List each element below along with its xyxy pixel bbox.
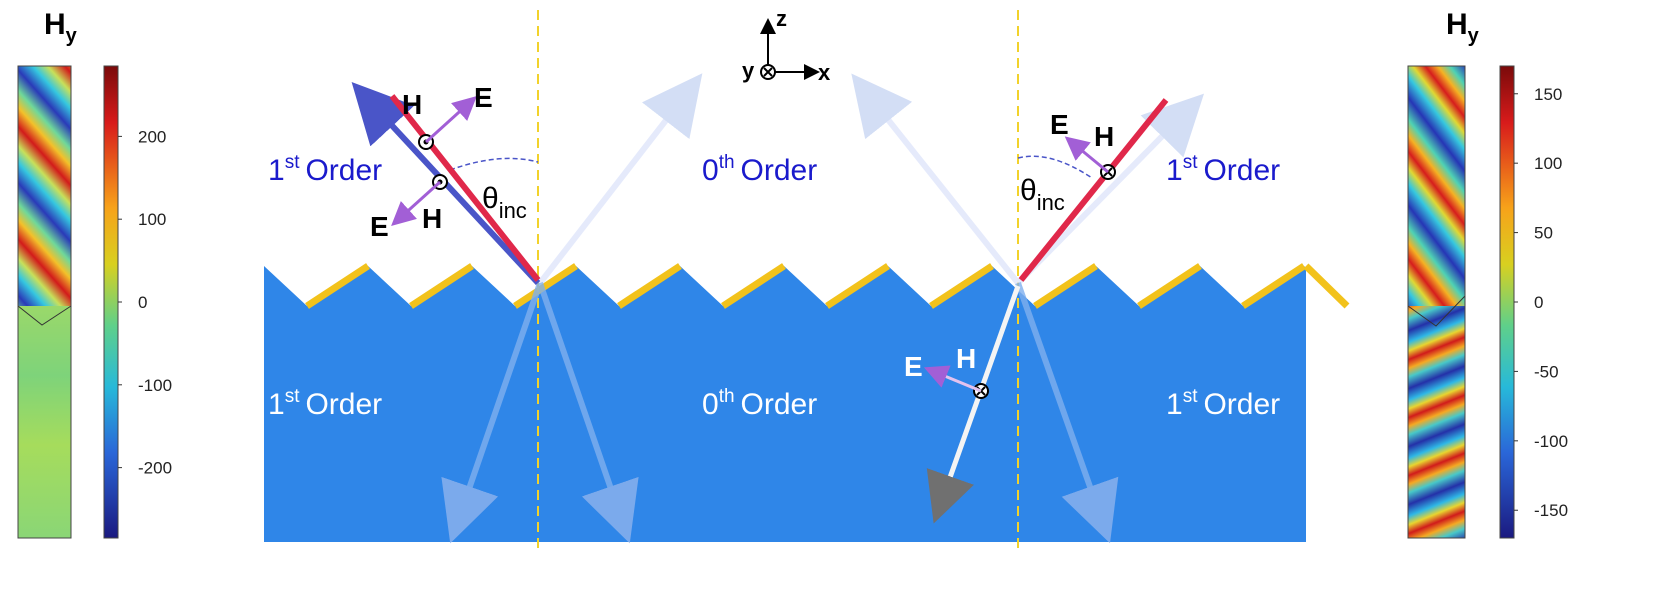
right-transmitted-e-arrow — [923, 365, 982, 393]
coordinate-axes: z y x — [742, 6, 831, 85]
faint-diffracted-arrows — [441, 73, 1205, 544]
colorbar-tick-label: 150 — [1534, 85, 1562, 104]
right-colorbar — [1499, 65, 1515, 539]
left-colorbar — [103, 65, 119, 539]
grating-coating-facet — [929, 263, 994, 309]
grating-coating-facet — [721, 263, 786, 309]
grating-substrate — [264, 266, 1347, 542]
grating-coating-facet — [305, 263, 370, 309]
left-diffracted-beam — [351, 82, 541, 286]
colorbar-tick-label: -100 — [138, 376, 172, 395]
right-theta-arc — [1017, 155, 1093, 179]
right-field-title: Hy — [1446, 8, 1480, 47]
left-incident-h-label: H — [402, 89, 422, 120]
grating — [264, 263, 1350, 542]
right-theta-label: θinc — [1020, 174, 1065, 215]
left-colorbar-ticks: 200 100 0 -100 -200 — [118, 127, 172, 478]
right-field-map-upper — [1408, 66, 1465, 306]
colorbar-tick-label: -100 — [1534, 432, 1568, 451]
grating-coating-facet — [1137, 263, 1202, 309]
colorbar-tick-label: 50 — [1534, 224, 1553, 243]
right-colorbar-ticks: 150 100 50 0 -50 -100 -150 — [1514, 85, 1568, 520]
grating-coating-facet — [1241, 263, 1306, 309]
left-theta-label: θinc — [482, 182, 527, 223]
right-transmitted-h-label: H — [956, 343, 976, 374]
right-transmitted-e-label: E — [904, 351, 923, 382]
right-incident-e-label: E — [1050, 109, 1069, 140]
grating-coating-facet — [513, 263, 578, 309]
left-field-title: Hy — [44, 8, 78, 47]
right-field-map-lower — [1408, 306, 1465, 538]
left-field-grating-outline — [17, 305, 72, 326]
left-incident-beam — [389, 94, 541, 282]
colorbar-tick-label: -150 — [1534, 501, 1568, 520]
left-field-map-upper — [18, 66, 71, 306]
grating-coating-facet — [617, 263, 682, 309]
colorbar-tick-label: 100 — [138, 210, 166, 229]
right-incident-beam — [1018, 98, 1169, 282]
grating-coating-facet — [409, 263, 474, 309]
left-diffracted-h-label: H — [422, 203, 442, 234]
left-field-map-lower — [18, 306, 71, 538]
axis-x-label: x — [818, 60, 831, 85]
grating-coating-facet — [825, 263, 890, 309]
left-theta-arc — [449, 157, 539, 171]
right-incident-h-label: H — [1094, 121, 1114, 152]
colorbar-tick-label: -50 — [1534, 362, 1559, 381]
colorbar-tick-label: 0 — [138, 293, 147, 312]
right-field-grating-outline — [1407, 295, 1466, 327]
left-field-panel: Hy 200 100 0 -100 -200 — [17, 8, 172, 539]
grating-coating-facet — [1033, 263, 1098, 309]
left-incident-e-label: E — [474, 82, 493, 113]
grating-coating-facet — [1303, 263, 1350, 309]
grating-coatings — [305, 263, 1350, 309]
right-field-panel: Hy 150 100 50 0 -50 -100 -150 — [1407, 8, 1568, 539]
left-diffracted-e-arrow — [391, 180, 442, 227]
colorbar-tick-label: -200 — [138, 459, 172, 478]
axis-z-label: z — [776, 6, 787, 31]
colorbar-tick-label: 200 — [138, 127, 166, 146]
left-diffracted-e-label: E — [370, 211, 389, 242]
colorbar-tick-label: 100 — [1534, 154, 1562, 173]
left-incident-e-arrow — [424, 95, 477, 144]
axis-y-label: y — [742, 58, 755, 83]
right-incident-e-arrow — [1064, 136, 1109, 174]
colorbar-tick-label: 0 — [1534, 293, 1543, 312]
